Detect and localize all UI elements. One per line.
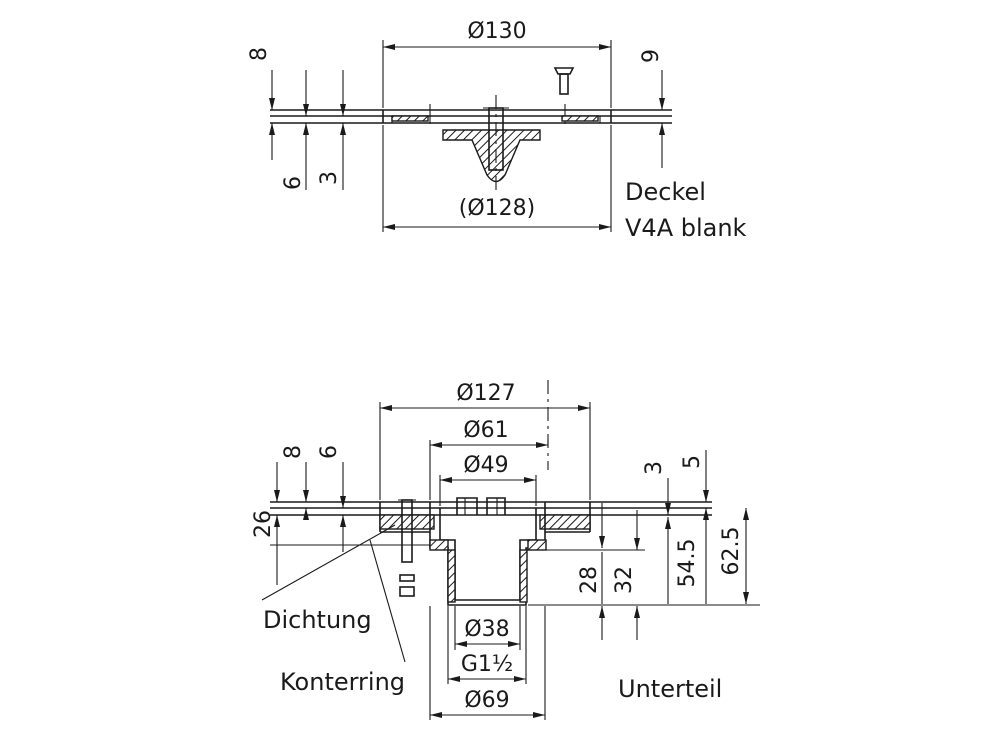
deckel-dimensions <box>269 40 665 232</box>
deckel-label: Deckel <box>625 178 706 206</box>
dichtung-label: Dichtung <box>263 606 372 634</box>
dim-62-5: 62.5 <box>719 527 744 576</box>
dim-unterteil-6: 6 <box>317 445 342 459</box>
dim-deckel-3: 3 <box>317 171 342 185</box>
dim-thread: G1½ <box>461 652 513 677</box>
dim-26: 26 <box>251 510 276 538</box>
dim-deckel-9: 9 <box>639 49 664 63</box>
dim-49: Ø49 <box>463 453 508 478</box>
dim-deckel-6: 6 <box>281 176 306 190</box>
dim-54-5: 54.5 <box>675 539 700 588</box>
dim-38: Ø38 <box>464 617 509 642</box>
dim-unterteil-8: 8 <box>281 445 306 459</box>
dim-unterteil-3: 3 <box>642 461 667 475</box>
unterteil-flange <box>270 501 712 533</box>
dim-128: (Ø128) <box>459 196 535 221</box>
konterring-label: Konterring <box>280 668 405 696</box>
deckel-plate <box>270 104 672 124</box>
dim-61: Ø61 <box>463 418 508 443</box>
deckel-hub <box>442 95 541 192</box>
dim-deckel-8: 8 <box>247 47 272 61</box>
deckel-material-label: V4A blank <box>625 214 747 242</box>
dim-32: 32 <box>612 566 637 594</box>
unterteil-screw <box>398 499 416 597</box>
deckel-screw <box>553 67 575 95</box>
dim-69: Ø69 <box>464 688 509 713</box>
dim-130: Ø130 <box>467 19 526 44</box>
unterteil-dimensions <box>261 402 760 720</box>
unterteil-body <box>429 380 549 606</box>
dim-unterteil-5: 5 <box>680 455 705 469</box>
dim-127: Ø127 <box>456 381 515 406</box>
unterteil-section: Ø127 Ø61 Ø49 8 6 26 3 5 28 32 54.5 62.5 … <box>251 380 760 720</box>
unterteil-label: Unterteil <box>618 675 722 703</box>
dim-28: 28 <box>577 566 602 594</box>
deckel-section: Ø130 (Ø128) 8 6 3 9 Deckel V4A blank <box>247 19 747 242</box>
